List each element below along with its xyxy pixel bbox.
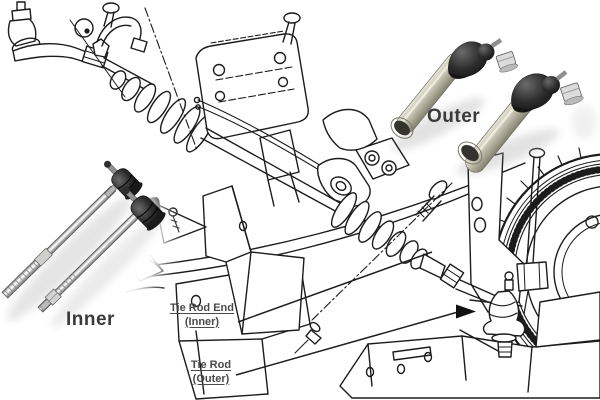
leader-tie-rod-end-inner <box>237 251 433 323</box>
callout-tie-rod-end-inner-line2: (Inner) <box>184 315 220 328</box>
arrow-icon <box>456 304 476 319</box>
stabilizer-link-drawing <box>516 147 549 315</box>
outer-photo-backdrop <box>372 14 600 146</box>
inner-rod2-ball-housing <box>121 186 166 231</box>
callout-tie-rod-end-inner: Tie Rod End (Inner) <box>156 302 248 329</box>
callout-tie-rod-outer: Tie Rod (Outer) <box>168 359 254 386</box>
callout-tie-rod-outer-line1: Tie Rod <box>190 359 232 371</box>
outer-tie-rod-drawing <box>419 253 526 358</box>
outer-label: Outer <box>427 106 481 127</box>
inner-tie-rod-photo <box>1 160 166 328</box>
bolt-drawing <box>294 180 453 354</box>
subframe-drawing <box>117 152 600 400</box>
callout-tie-rod-end-inner-line1: Tie Rod End <box>170 302 234 314</box>
right-bellows-boot <box>330 192 428 270</box>
mounting-plate <box>195 12 309 207</box>
inner-label: Inner <box>66 309 115 330</box>
callout-tie-rod-outer-line2: (Outer) <box>192 372 230 385</box>
leader-lines <box>235 251 476 376</box>
outer-tie-rod-photo <box>390 38 596 175</box>
inner-rod1-ball-housing <box>104 160 143 200</box>
outer-tie-rod-end-2 <box>457 70 584 173</box>
leader-tie-rod-outer <box>235 311 459 376</box>
outer-tie-rod-end-1 <box>390 38 518 139</box>
